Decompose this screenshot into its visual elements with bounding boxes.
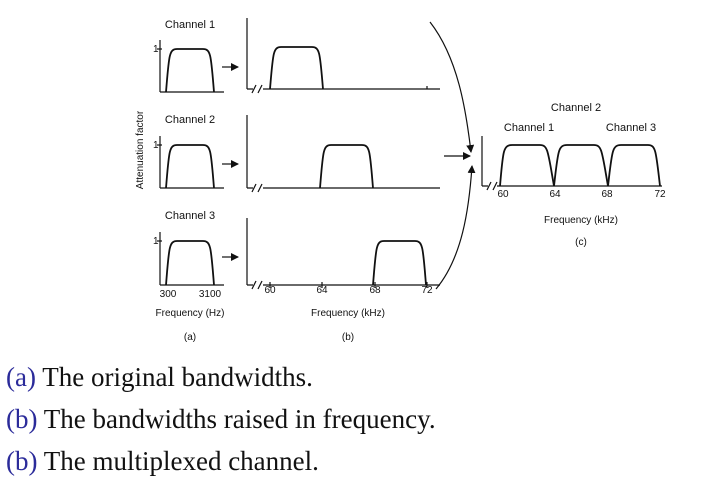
- panel-b-channel-2: [246, 115, 440, 193]
- captions: (a) The original bandwidths. (b) The ban…: [6, 356, 720, 482]
- caption-text: The original bandwidths.: [35, 362, 313, 392]
- curved-arrow-bottom: [435, 165, 476, 290]
- panel-c: Channel 1 Channel 2 Channel 3 60 64 68 7…: [481, 102, 666, 248]
- caption-label: (b): [6, 404, 38, 434]
- caption-text: The multiplexed channel.: [37, 446, 319, 476]
- fdm-diagram: Attenuation factor Channel 1 1 Channel 2…: [135, 18, 666, 343]
- tick-label-3100: 3100: [199, 289, 222, 300]
- panel-b: 60 64 68 72 Frequency (kHz) (b): [246, 18, 440, 343]
- panel-a-x-label: Frequency (Hz): [156, 308, 225, 319]
- multiplexed-pulse-2: [553, 144, 609, 187]
- amplitude-one-label: 1: [153, 236, 159, 247]
- multiplexed-pulse-3: [607, 144, 661, 187]
- baseband-pulse: [165, 48, 215, 93]
- caption-label: (a): [6, 362, 36, 392]
- axis-break-icon: [251, 84, 263, 94]
- panel-a-channel-2: Channel 2 1: [153, 114, 239, 189]
- baseband-pulse: [165, 240, 215, 286]
- combine-arrows: [429, 21, 476, 290]
- tick-label-64: 64: [549, 189, 561, 200]
- caption-b: (b) The bandwidths raised in frequency.: [6, 398, 720, 440]
- caption-c: (b) The multiplexed channel.: [6, 440, 720, 482]
- tick-label-60: 60: [264, 285, 276, 296]
- tick-label-68: 68: [369, 285, 381, 296]
- panel-c-x-label: Frequency (kHz): [544, 215, 618, 226]
- shifted-pulse: [269, 46, 324, 90]
- tick-label-72: 72: [654, 189, 666, 200]
- tick-label-68: 68: [601, 189, 613, 200]
- panel-a: Channel 1 1 Channel 2 1 Channel 3 1: [153, 19, 239, 343]
- y-axis-label: Attenuation factor: [135, 110, 146, 189]
- tick-marks: [269, 282, 428, 288]
- panel-a-channel-3: Channel 3 1 300 3100: [153, 210, 239, 300]
- axis-break-icon: [251, 280, 263, 290]
- caption-text: The bandwidths raised in frequency.: [37, 404, 436, 434]
- caption-a: (a) The original bandwidths.: [6, 356, 720, 398]
- panel-b-channel-3: 60 64 68 72: [246, 218, 440, 296]
- channel-3-label: Channel 3: [165, 210, 215, 222]
- amplitude-one-label: 1: [153, 140, 159, 151]
- multiplexed-pulse-1: [499, 144, 555, 187]
- tick-label-64: 64: [316, 285, 328, 296]
- channel-1-label: Channel 1: [504, 122, 554, 134]
- baseband-pulse: [165, 144, 215, 189]
- panel-b-x-label: Frequency (kHz): [311, 308, 385, 319]
- panel-b-channel-1: [246, 18, 440, 94]
- panel-a-channel-1: Channel 1 1: [153, 19, 239, 93]
- panel-b-tag: (b): [342, 332, 354, 343]
- shifted-pulse: [372, 240, 427, 286]
- axis-break-icon: [251, 183, 263, 193]
- panel-c-tag: (c): [575, 237, 587, 248]
- channel-2-label: Channel 2: [551, 102, 601, 114]
- caption-label: (b): [6, 446, 38, 476]
- shifted-pulse: [319, 144, 374, 189]
- tick-label-60: 60: [497, 189, 509, 200]
- channel-3-label: Channel 3: [606, 122, 656, 134]
- curved-arrow-top: [429, 21, 475, 153]
- amplitude-one-label: 1: [153, 44, 159, 55]
- tick-label-72: 72: [421, 285, 433, 296]
- tick-label-300: 300: [160, 289, 177, 300]
- channel-1-label: Channel 1: [165, 19, 215, 31]
- panel-a-tag: (a): [184, 332, 196, 343]
- axis-break-icon: [486, 181, 498, 191]
- channel-2-label: Channel 2: [165, 114, 215, 126]
